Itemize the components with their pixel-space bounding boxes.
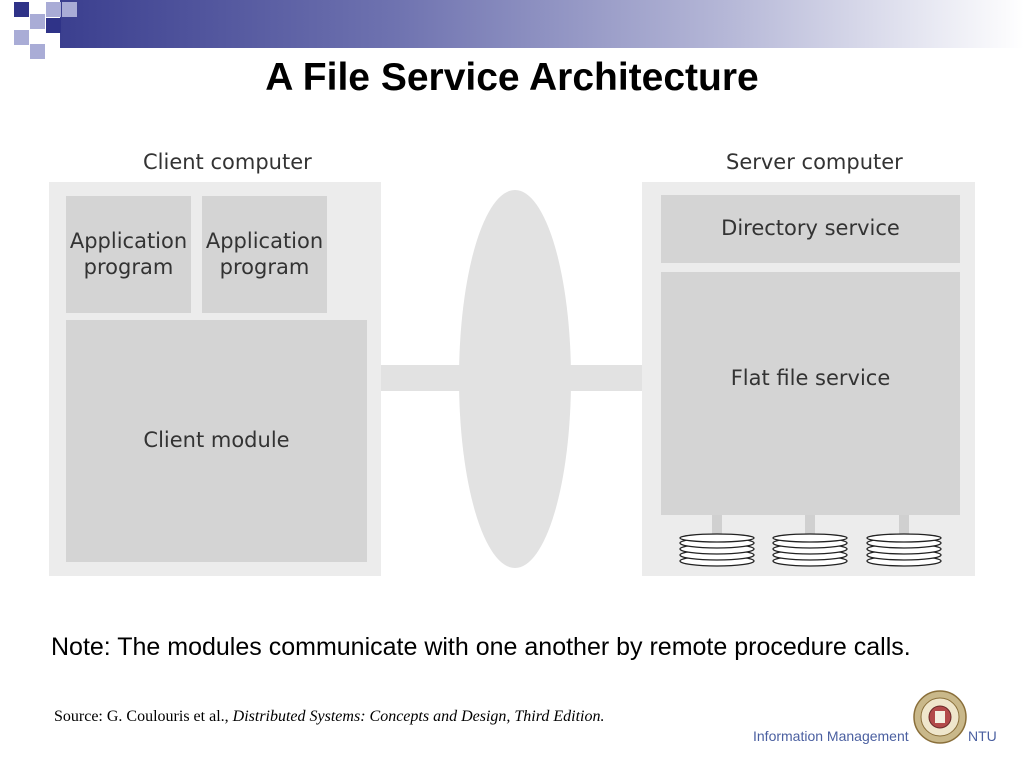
note-text: Note: The modules communicate with one a… — [51, 633, 911, 661]
source-prefix: Source: G. Coulouris et al., — [54, 708, 233, 725]
footer-ntu: NTU — [968, 728, 997, 744]
header-square-1 — [14, 2, 29, 17]
header-square-7 — [30, 44, 45, 59]
directory-service-label: Directory service — [721, 216, 900, 241]
source-citation: Source: G. Coulouris et al., Distributed… — [54, 708, 604, 726]
application-program-label-2: Application program — [205, 229, 324, 279]
disk-stem-3 — [899, 515, 909, 535]
header-square-4 — [46, 18, 61, 33]
footer-information-management: Information Management — [753, 728, 909, 744]
disk-stem-1 — [712, 515, 722, 535]
application-program-box-1: Application program — [66, 196, 191, 313]
client-computer-label: Client computer — [143, 150, 312, 174]
slide-title: A File Service Architecture — [265, 56, 759, 99]
disk-stem-2 — [805, 515, 815, 535]
header-square-5 — [62, 2, 77, 17]
header-gradient-bar — [60, 0, 1024, 48]
header-square-3 — [46, 2, 61, 17]
client-module-label: Client module — [143, 428, 290, 453]
disk-icon-3 — [866, 533, 942, 567]
application-program-label-1: Application program — [69, 229, 188, 279]
header-square-6 — [14, 30, 29, 45]
flat-file-service-box: Flat file service — [661, 272, 960, 515]
directory-service-box: Directory service — [661, 195, 960, 263]
ntu-seal-icon — [913, 690, 967, 744]
source-book-title: Distributed Systems: Concepts and Design… — [232, 708, 605, 725]
server-computer-label: Server computer — [726, 150, 903, 174]
flat-file-service-label: Flat file service — [730, 365, 891, 390]
application-program-box-2: Application program — [202, 196, 327, 313]
client-module-box: Client module — [66, 320, 367, 562]
header-square-2 — [30, 14, 45, 29]
disk-icon-1 — [679, 533, 755, 567]
disk-icon-2 — [772, 533, 848, 567]
network-ellipse — [459, 190, 571, 568]
